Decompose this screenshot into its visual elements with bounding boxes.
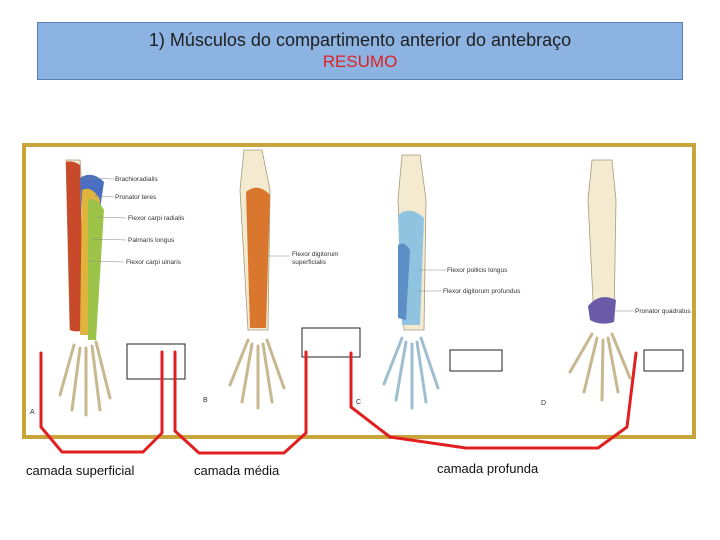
label-leaders-a: [81, 177, 127, 263]
label-c-1: Flexor digitorum profundus: [443, 288, 521, 295]
figure-letter-d: D: [541, 400, 546, 407]
hand-bones-a: [58, 340, 112, 417]
forearm-bone-d: [587, 159, 617, 321]
hand-bones-c: [382, 336, 440, 410]
label-a-1: Pronator teres: [115, 194, 157, 201]
bracket-superficial: [39, 350, 164, 454]
muscle-brachioradialis: [66, 161, 84, 332]
label-a-4: Flexor carpi ulnaris: [126, 259, 182, 266]
figure-b: Flexor digitorum superficialis B: [203, 149, 339, 410]
label-c-0: Flexor pollicis longus: [447, 267, 508, 274]
label-b-0: Flexor digitorum: [292, 251, 339, 258]
muscle-flexor-digitorum-superficialis: [246, 187, 270, 328]
label-leaders-c: [418, 269, 446, 292]
group-label-middle: camada média: [194, 463, 280, 478]
answer-box-3[interactable]: [449, 349, 503, 372]
answer-box-4[interactable]: [643, 349, 684, 372]
bracket-middle: [173, 350, 308, 455]
label-b-1: superficialis: [292, 259, 327, 266]
figure-c: Flexor pollicis longus Flexor digitorum …: [356, 154, 521, 410]
figure-a: Brachioradialis Pronator teres Flexor ca…: [30, 159, 185, 417]
label-a-0: Brachioradialis: [115, 176, 158, 183]
muscle-flexor-pollicis-longus: [398, 243, 410, 320]
hand-bones-d: [568, 332, 632, 402]
label-a-3: Palmaris longus: [128, 237, 175, 244]
hand-bones-b: [228, 338, 286, 410]
figure-letter-c: C: [356, 399, 361, 406]
figure-letter-b: B: [203, 397, 208, 404]
page-subtitle: RESUMO: [322, 52, 398, 71]
group-label-superficial: camada superficial: [26, 463, 135, 478]
title-banner: 1) Músculos do compartimento anterior do…: [37, 22, 683, 80]
muscle-palmaris-longus: [88, 199, 104, 340]
figure-letter-a: A: [30, 409, 35, 416]
label-a-2: Flexor carpi radialis: [128, 215, 185, 222]
figure-d: Pronator quadratus D: [541, 159, 691, 407]
page-title: 1) Músculos do compartimento anterior do…: [148, 30, 572, 50]
bracket-lines: [39, 350, 638, 455]
label-d-0: Pronator quadratus: [635, 308, 691, 315]
muscle-pronator-quadratus: [588, 297, 616, 324]
group-label-deep: camada profunda: [437, 461, 539, 476]
bracket-deep: [349, 351, 638, 450]
